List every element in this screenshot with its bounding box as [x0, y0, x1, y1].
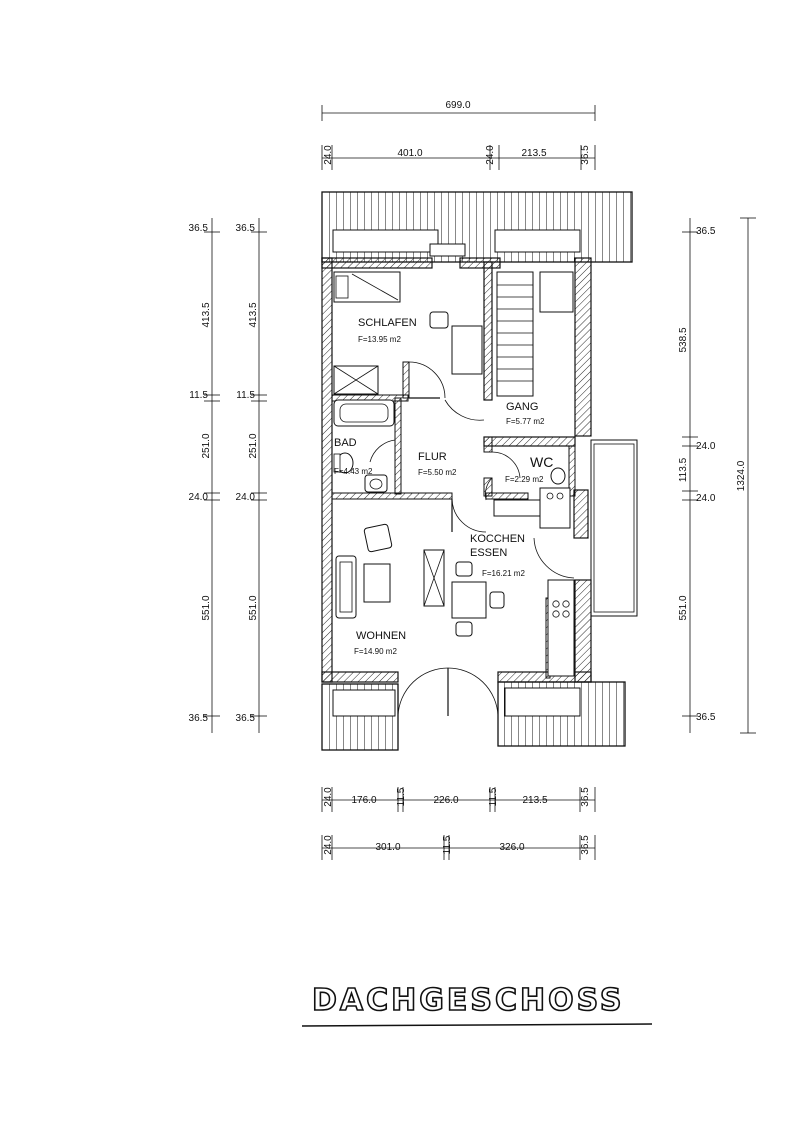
dim-bottom1-a: 24.0 [323, 787, 334, 807]
coffee-table [363, 563, 391, 603]
dim-bottom1-c: 11.5 [396, 787, 407, 806]
room-gang-area: F=5.77 m2 [506, 417, 545, 426]
dim-left-a: 36.5 [189, 223, 209, 234]
roof-bottom-left [321, 683, 399, 751]
dim-left-inner-e: 24.0 [236, 492, 256, 503]
dim-left-f: 551.0 [201, 595, 212, 620]
room-wohnen-area: F=14.90 m2 [354, 647, 397, 656]
room-flur-area: F=5.50 m2 [418, 468, 457, 477]
room-flur-name: FLUR [418, 451, 447, 463]
toilet-bad [333, 452, 354, 474]
dim-right-d: 113.5 [678, 457, 689, 482]
room-wc-name: WC [530, 454, 553, 470]
dim-overall-width: 699.0 [445, 100, 470, 111]
dim-right-c: 24.0 [696, 441, 716, 452]
dim-bottom1-f: 213.5 [522, 795, 547, 806]
roof-top [321, 191, 633, 263]
dim-left-inner-f: 551.0 [248, 595, 259, 620]
dim-top-a: 24.0 [323, 145, 334, 165]
dining-table [451, 561, 505, 637]
plan-title-text: DACHGESCHOSS [312, 983, 624, 1018]
toilet-wc [550, 467, 566, 485]
dim-bottom2-a: 24.0 [323, 835, 334, 855]
dimension-bottom-1: 24.0 176.0 11.5 226.0 11.5 213.5 36.5 [321, 787, 596, 812]
room-wc-area: F=2.29 m2 [505, 475, 544, 484]
dim-bottom1-e: 11.5 [488, 787, 499, 806]
roof-bottom-right [497, 681, 626, 747]
armchair [363, 523, 393, 553]
dim-left-e: 24.0 [189, 492, 209, 503]
dimension-left-inner: 36.5 413.5 11.5 251.0 24.0 551.0 36.5 [236, 218, 267, 733]
dim-bottom2-b: 301.0 [375, 842, 400, 853]
room-bad-area: F=4.43 m2 [334, 467, 373, 476]
walls [321, 257, 592, 683]
room-kuechen-name1: KOCCHEN [470, 533, 525, 545]
dim-right-g: 36.5 [696, 712, 716, 723]
room-wohnen-name: WOHNEN [356, 630, 406, 642]
dim-top-b: 401.0 [397, 148, 422, 159]
dim-left-inner-g: 36.5 [236, 713, 256, 724]
dim-left-inner-a: 36.5 [236, 223, 256, 234]
bathtub [333, 399, 395, 427]
room-schlafen-name: SCHLAFEN [358, 317, 417, 329]
room-kuechen-area: F=16.21 m2 [482, 569, 525, 578]
dim-bottom2-d: 326.0 [499, 842, 524, 853]
kitchen-counter [493, 487, 575, 677]
dim-bottom1-g: 36.5 [580, 787, 591, 807]
room-schlafen-area: F=13.95 m2 [358, 335, 401, 344]
dimension-top: 699.0 24.0 401.0 24.0 213.5 36.5 [321, 100, 596, 170]
desk-schlafen [429, 311, 483, 375]
dim-top-c: 24.0 [485, 145, 496, 165]
sofa [335, 555, 357, 619]
dim-left-c: 11.5 [189, 390, 208, 401]
dim-left-inner-d: 251.0 [248, 433, 259, 458]
dim-bottom1-b: 176.0 [351, 795, 376, 806]
dim-right-b: 538.5 [678, 327, 689, 352]
room-kuechen-name2: ESSEN [470, 547, 507, 559]
room-bad-name: BAD [334, 437, 357, 449]
wardrobe [333, 365, 379, 395]
dimension-bottom-2: 24.0 301.0 11.5 326.0 36.5 [321, 835, 596, 860]
room-gang-name: GANG [506, 401, 538, 413]
dim-top-e: 36.5 [580, 145, 591, 165]
room-labels: SCHLAFEN F=13.95 m2 GANG F=5.77 m2 BAD F… [334, 317, 553, 656]
dim-left-inner-c: 11.5 [236, 390, 255, 401]
plan-title: DACHGESCHOSS [301, 982, 653, 1027]
dim-right-e: 24.0 [696, 493, 716, 504]
dim-left-b: 413.5 [201, 302, 212, 327]
shelf [423, 549, 445, 607]
dim-top-d: 213.5 [521, 148, 546, 159]
dim-left-inner-b: 413.5 [248, 302, 259, 327]
dim-left-g: 36.5 [189, 713, 209, 724]
bed [333, 271, 401, 303]
dim-right-f: 551.0 [678, 595, 689, 620]
dim-right-a: 36.5 [696, 226, 716, 237]
dim-left-d: 251.0 [201, 433, 212, 458]
dim-bottom1-d: 226.0 [433, 795, 458, 806]
dim-bottom2-c: 11.5 [442, 835, 453, 854]
balcony [590, 439, 638, 617]
dim-bottom2-e: 36.5 [580, 835, 591, 855]
dimension-left-outer: 36.5 413.5 11.5 251.0 24.0 551.0 36.5 [189, 218, 220, 733]
stairs [496, 271, 574, 397]
sink-bad [364, 474, 388, 493]
doors [369, 361, 575, 717]
dimension-right: 36.5 538.5 24.0 113.5 24.0 551.0 36.5 13… [678, 217, 756, 734]
dim-right-overall: 1324.0 [736, 460, 747, 491]
